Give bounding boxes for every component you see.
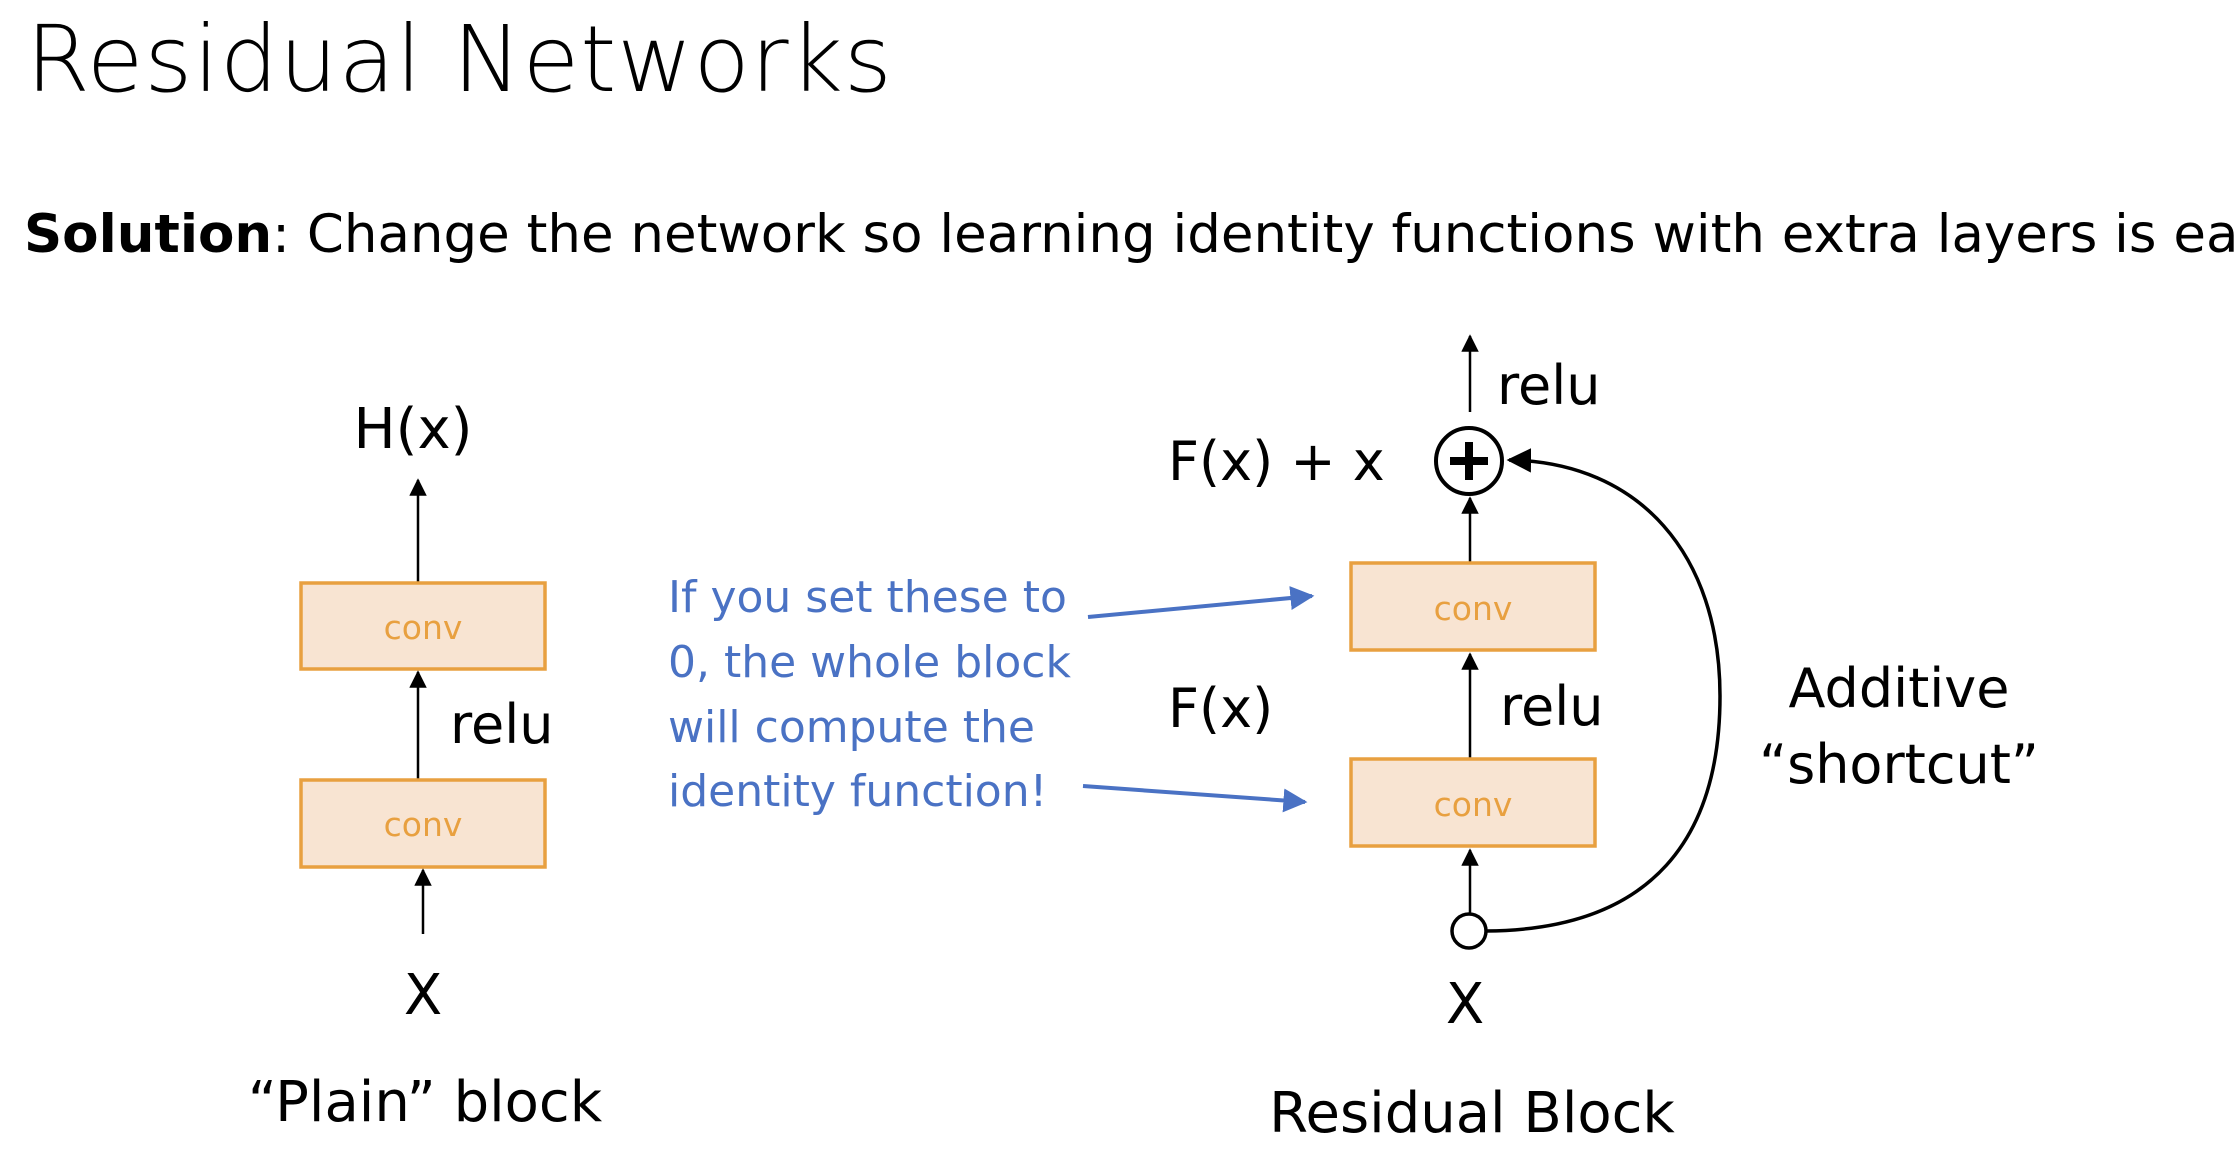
note-line-3: will compute the <box>668 702 1035 753</box>
residual-conv-bottom-label: conv <box>1434 785 1513 824</box>
page-title: Residual Networks <box>26 6 893 113</box>
shortcut-label-line-2: “shortcut” <box>1759 733 2039 796</box>
solution-statement: Solution: Change the network so learning… <box>24 208 2234 261</box>
note-line-1: If you set these to <box>668 572 1067 623</box>
residual-top-relu-label: relu <box>1497 354 1600 417</box>
residual-relu-label: relu <box>1500 675 1603 738</box>
residual-conv-top-label: conv <box>1434 589 1513 628</box>
input-node <box>1450 912 1488 950</box>
solution-text: : Change the network so learning identit… <box>272 204 2234 265</box>
residual-block: relu F(x) + x conv F(x) relu conv X Resi… <box>1168 334 2039 1146</box>
plain-conv-top-box <box>299 581 547 671</box>
note-arrow-top <box>1087 586 1315 619</box>
note-line-4: identity function! <box>668 766 1047 817</box>
residual-input-label: X <box>1446 972 1484 1037</box>
note-arrow-bottom <box>1082 784 1308 813</box>
plain-conv-top-label: conv <box>384 608 463 647</box>
plain-conv-bottom-box <box>299 778 547 869</box>
solution-bold-label: Solution <box>24 204 273 265</box>
residual-block-caption: Residual Block <box>1269 1081 1675 1146</box>
plain-block: H(x) conv relu conv X “Plain” block <box>248 397 603 1135</box>
shortcut-arrow <box>1485 448 1722 933</box>
residual-conv-bottom-box <box>1349 757 1597 848</box>
plain-input-label: X <box>404 963 442 1028</box>
plain-conv-bottom-label: conv <box>384 805 463 844</box>
plain-output-label: H(x) <box>354 397 473 462</box>
residual-conv-top-box <box>1349 561 1597 652</box>
identity-note: If you set these to 0, the whole block w… <box>668 572 1315 817</box>
plain-block-caption: “Plain” block <box>248 1070 603 1135</box>
residual-sum-label: F(x) + x <box>1168 430 1385 493</box>
note-line-2: 0, the whole block <box>668 637 1072 688</box>
shortcut-label-line-1: Additive <box>1789 657 2010 720</box>
residual-fx-label: F(x) <box>1168 677 1273 740</box>
plus-icon <box>1450 442 1488 480</box>
plain-relu-label: relu <box>450 693 553 756</box>
